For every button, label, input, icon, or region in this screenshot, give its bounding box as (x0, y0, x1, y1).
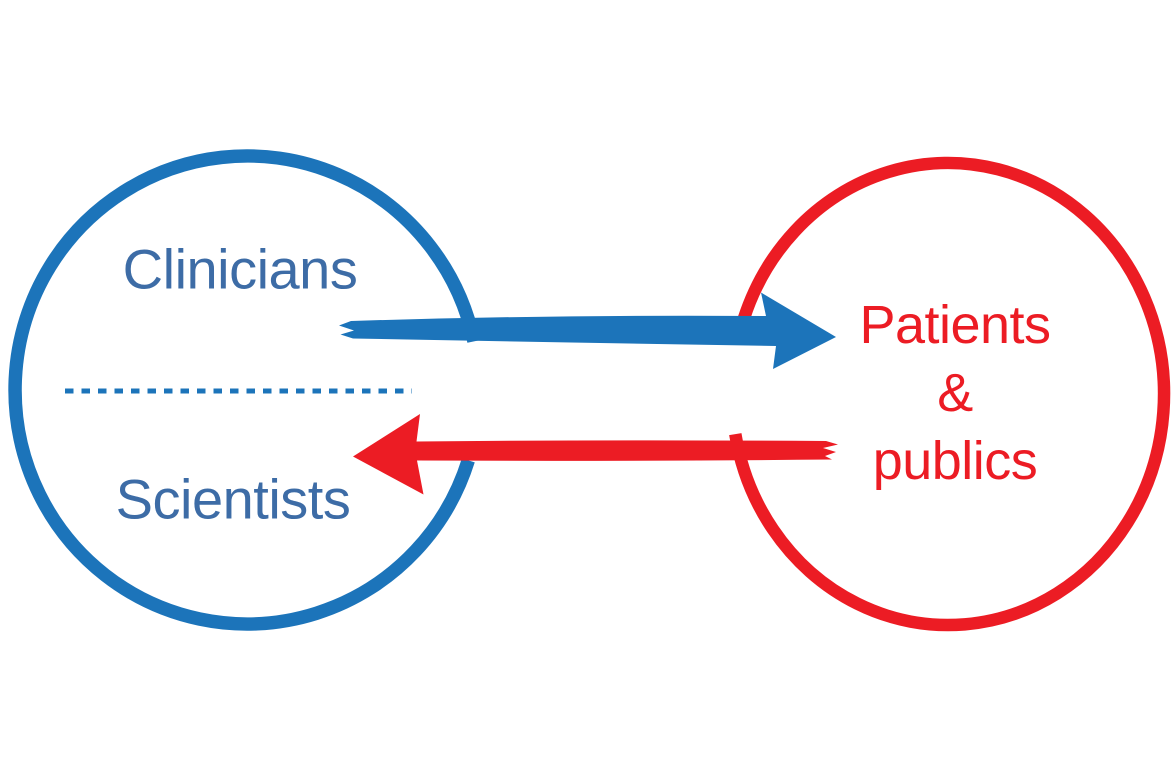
arrow-clinicians-to-patients-icon (339, 292, 836, 369)
arrow-patients-to-clinicians-icon (353, 414, 838, 495)
patients-publics-circle (729, 156, 1171, 632)
publics-label-line: publics (872, 431, 1038, 491)
clinicians-label: Clinicians (122, 237, 358, 301)
patients-label-line: Patients (859, 295, 1051, 355)
clinicians-scientists-circle (8, 149, 481, 631)
scientists-label: Scientists (115, 467, 351, 531)
ampersand-label-line: & (937, 363, 973, 423)
patients-publics-label: Patients & publics (859, 291, 1051, 495)
